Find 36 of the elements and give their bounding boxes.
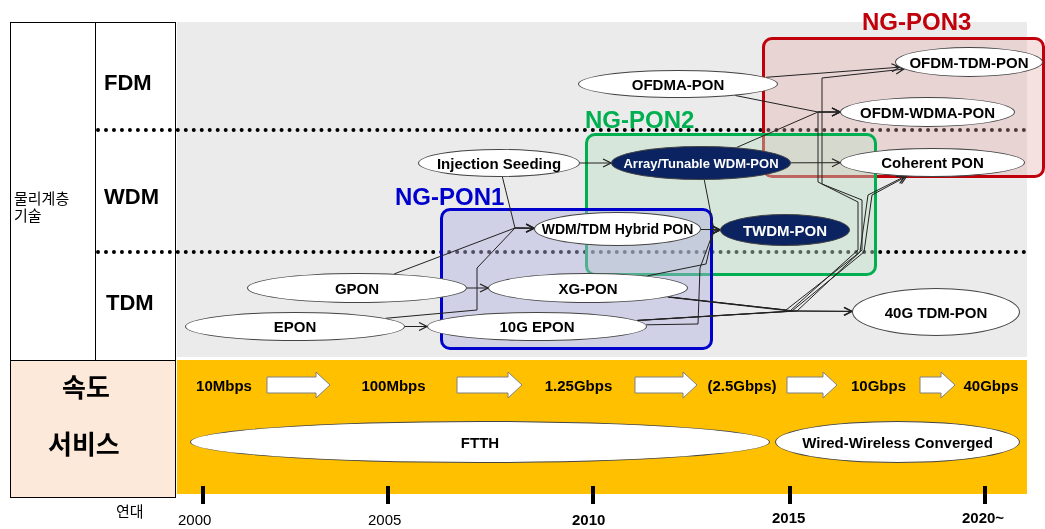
arrow: [404, 321, 428, 332]
block-arrow: [266, 371, 331, 399]
arrow: [645, 225, 721, 326]
text-label: 2020~: [962, 509, 1005, 527]
speed-label: 10Mbps: [181, 374, 267, 396]
text-label: 2015: [772, 509, 806, 527]
arrow: [790, 158, 841, 168]
text-label: 물리계층 기술: [14, 189, 71, 224]
text-label: 속도: [62, 371, 110, 401]
text-label: 연대: [116, 502, 144, 520]
block-arrow: [786, 371, 838, 399]
block-arrow: [634, 371, 698, 399]
speed-label: 10Gbps: [837, 374, 920, 396]
text-label: 2010: [572, 511, 606, 529]
group-title: NG-PON3: [862, 10, 972, 34]
arrow: [765, 63, 901, 78]
block-arrow: [919, 371, 956, 399]
group-title: NG-PON2: [585, 108, 695, 132]
speed-label: (2.5Gbps): [697, 374, 787, 396]
text-label: 2005: [368, 511, 402, 529]
text-label: WDM: [104, 184, 159, 210]
speed-label: 40Gbps: [955, 374, 1027, 396]
group-title: NG-PON1: [395, 185, 505, 209]
group-region: [395, 185, 713, 350]
text-label: TDM: [106, 290, 154, 316]
block-arrow: [456, 371, 523, 399]
text-label: 서비스: [48, 428, 120, 458]
arrow: [466, 283, 489, 293]
text-label: FDM: [104, 70, 152, 96]
speed-label: 100Mbps: [330, 374, 457, 396]
speed-label: 1.25Gbps: [522, 374, 635, 396]
text-label: 2000: [178, 511, 212, 529]
arrow: [636, 65, 905, 321]
arrow: [579, 158, 612, 168]
arrow: [667, 107, 859, 312]
arrow: [700, 224, 721, 235]
